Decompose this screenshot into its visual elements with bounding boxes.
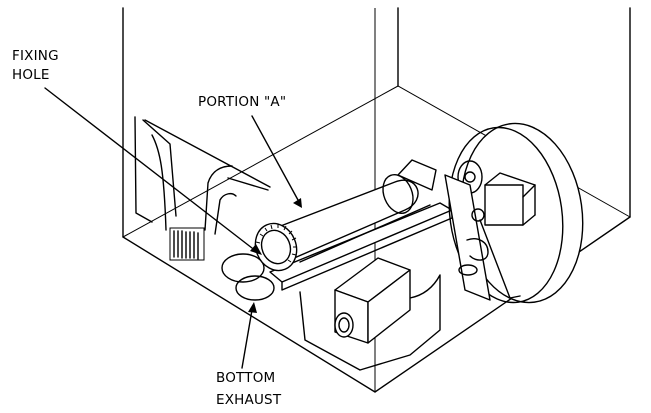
leader-fixing-hole bbox=[44, 87, 262, 255]
exhaust-vent-grille bbox=[169, 227, 205, 261]
label-fixing-hole-line1: FIXING bbox=[12, 48, 59, 64]
bottom-exhaust-ring bbox=[221, 253, 275, 301]
leader-bottom-exhaust bbox=[241, 302, 257, 369]
label-bottom-exhaust-line2: EXHAUST bbox=[216, 392, 282, 408]
arrow-head-fixing-hole bbox=[250, 244, 262, 255]
left-side-panel bbox=[134, 116, 271, 235]
idler-bracket bbox=[444, 172, 536, 301]
arrow-head-bottom-exhaust bbox=[248, 302, 257, 313]
arrow-head-portion-a bbox=[293, 198, 302, 208]
label-portion-a: PORTION "A" bbox=[198, 94, 286, 110]
motor-end-serrations bbox=[254, 224, 297, 263]
motor-cylinder bbox=[254, 159, 437, 272]
blower-housing bbox=[299, 257, 441, 371]
leader-portion-a bbox=[251, 115, 302, 208]
label-bottom-exhaust-line1: BOTTOM bbox=[216, 370, 275, 386]
label-fixing-hole-line2: HOLE bbox=[12, 67, 50, 83]
